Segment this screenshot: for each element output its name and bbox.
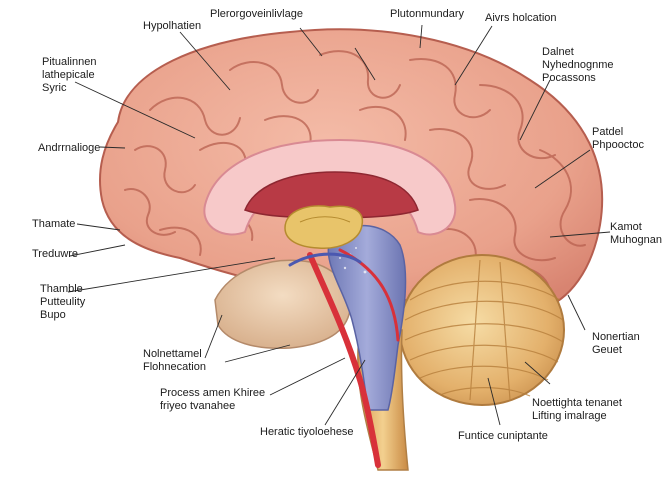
label-pituitary-top: Plutonmundary xyxy=(390,8,464,20)
label-kmot: Kamot Muhognan xyxy=(610,221,662,246)
label-process: Process amen Khiree friyeo tvanahee xyxy=(160,387,266,412)
brainstem xyxy=(327,224,407,411)
label-pituitary-left: Pitualinnen lathepicale Syric xyxy=(42,56,97,94)
cerebellum xyxy=(399,254,565,406)
label-treature: Treduwre xyxy=(32,248,79,260)
label-prefrontal: Plerorgoveinlivlage xyxy=(210,8,303,20)
label-nonetrian: Nonertian Geuet xyxy=(592,331,640,356)
cerebellum-folia xyxy=(404,259,564,401)
corpus-callosum xyxy=(203,138,457,236)
label-parietal: Patdel Phpooctoc xyxy=(592,126,644,151)
label-hypothalamus: Hypolhatien xyxy=(143,20,202,32)
posterior-cerebral-artery xyxy=(288,252,362,267)
label-funtice: Funtice cuniptante xyxy=(458,430,548,442)
label-dorsal: Dalnet Nyhednognme Pocassons xyxy=(542,46,614,84)
label-neothlia: Noettighta tenanet Lifting imalrage xyxy=(532,397,622,422)
leader-lines xyxy=(67,24,611,426)
label-nonetamel: Nolnettamel Flohnecation xyxy=(143,348,206,373)
label-area-location: Aivrs holcation xyxy=(485,12,557,24)
label-heratic: Heratic tiyoloehese xyxy=(260,426,354,438)
label-thalamus: Thamate xyxy=(32,218,76,230)
thalamus xyxy=(284,205,364,249)
label-androcortex: Andrrnalioge xyxy=(38,142,101,154)
label-thamble: Thamble Putteulity Bupo xyxy=(40,283,86,321)
basilar-artery xyxy=(307,252,381,468)
